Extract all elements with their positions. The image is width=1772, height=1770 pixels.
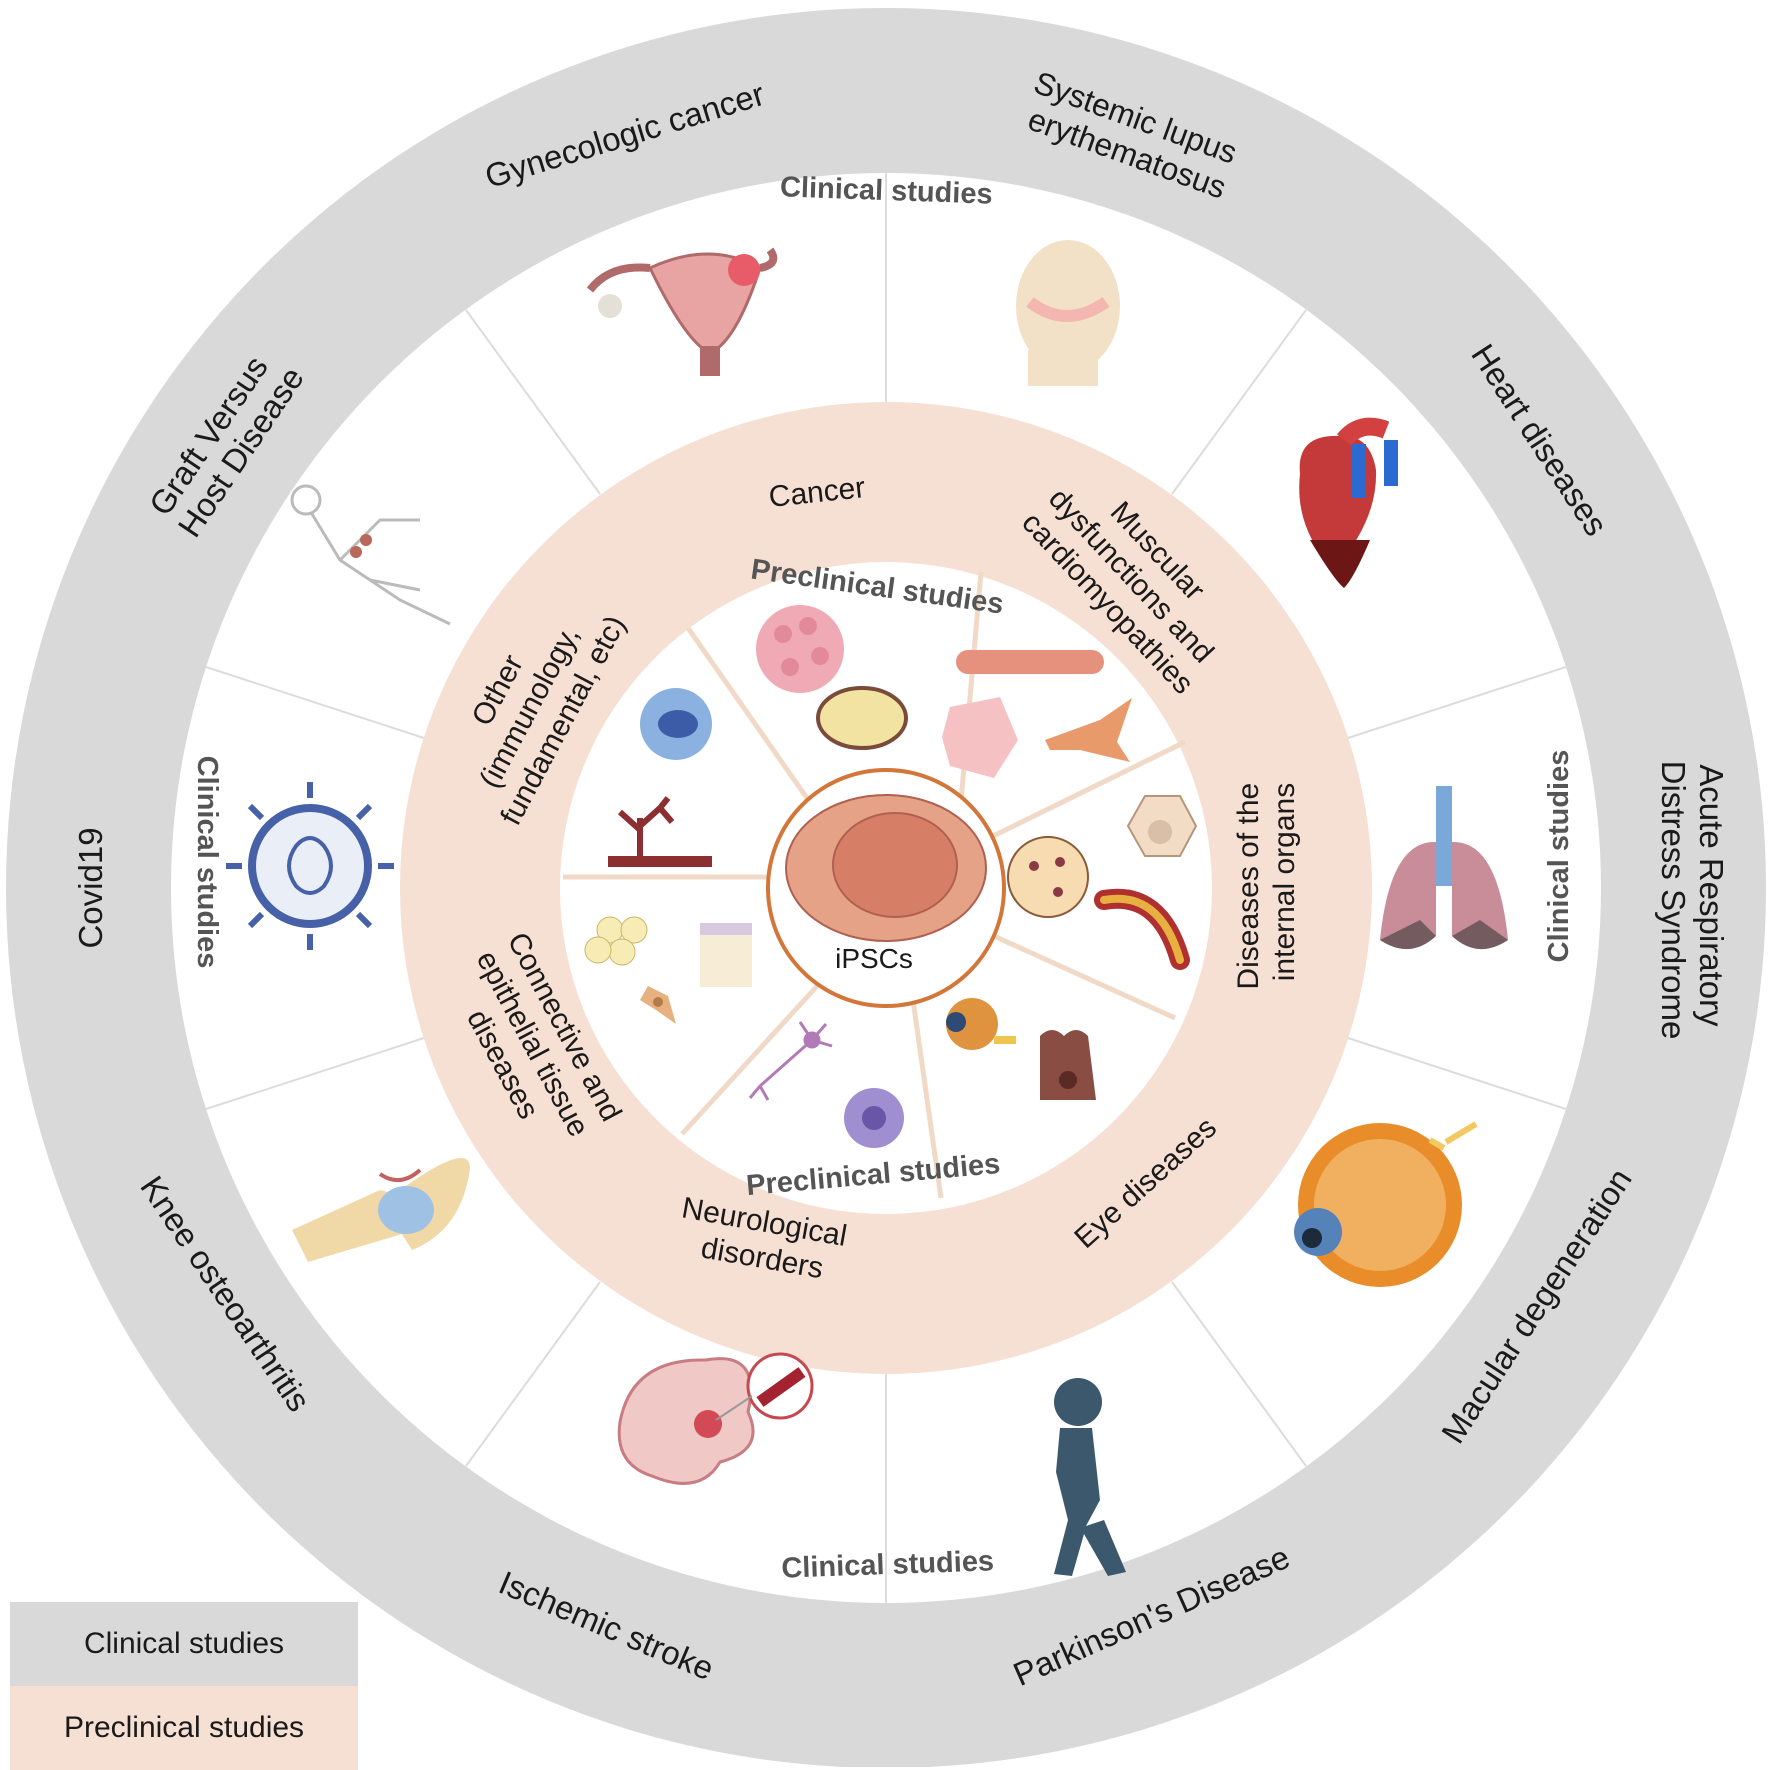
skin-layer-icon [700, 923, 752, 987]
organoid-icon [1007, 836, 1089, 918]
fibroblast-icon [1045, 698, 1132, 762]
sickle-cell-icon [1094, 888, 1190, 970]
retinal-pigment-cell-icon [1040, 1030, 1096, 1100]
clinical-label-top: Clinical studies [779, 171, 993, 210]
legend-preclinical-label: Preclinical studies [63, 1711, 305, 1744]
eye-icon [1294, 1121, 1478, 1287]
tumor-spheroid-icon [756, 605, 844, 693]
lungs-icon [1380, 786, 1508, 950]
uterus-icon [586, 247, 778, 376]
center-label: iPSCs [835, 943, 913, 974]
legend-clinical: Clinical studies [10, 1602, 358, 1686]
mesenchymal-cell-icon [640, 986, 676, 1024]
muscle-fiber-icon [956, 650, 1104, 674]
legend-preclinical: Preclinical studies [10, 1686, 358, 1770]
disease-label-ards: Acute Respiratory Distress Syndrome [1655, 761, 1730, 1040]
knee-joint-icon [292, 1157, 470, 1262]
blood-vessel-branch-icon [608, 796, 712, 867]
clinical-label-right: Clinical studies [1543, 750, 1575, 963]
human-body-icon [290, 484, 451, 626]
head-rash-icon [1016, 240, 1120, 386]
clinical-sector-dividers [205, 173, 1567, 1603]
brain-icon [617, 1352, 814, 1485]
preclinical-sector-dividers [563, 571, 1187, 1199]
clinical-label-bottom: Clinical studies [781, 1545, 995, 1584]
eyeball-small-icon [946, 998, 1016, 1050]
hepatocyte-icon [1126, 795, 1198, 857]
clinical-label-left: Clinical studies [191, 756, 223, 969]
adipocyte-icon [584, 916, 648, 966]
tremor-person-icon [1054, 1378, 1126, 1576]
immune-cell-icon [640, 688, 712, 760]
disease-label-covid19: Covid19 [72, 827, 109, 948]
glial-cell-icon [844, 1088, 904, 1148]
heart-icon [1299, 417, 1398, 588]
ipsc-nucleus-icon [832, 812, 958, 918]
neuron-icon [748, 1021, 833, 1101]
fat-cell-cluster-icon [816, 686, 908, 750]
coronavirus-icon [226, 782, 394, 950]
category-label-internal-organs: Diseases of the internal organs [1232, 774, 1301, 989]
legend-clinical-label: Clinical studies [83, 1627, 285, 1660]
cardiomyocyte-icon [942, 697, 1018, 778]
